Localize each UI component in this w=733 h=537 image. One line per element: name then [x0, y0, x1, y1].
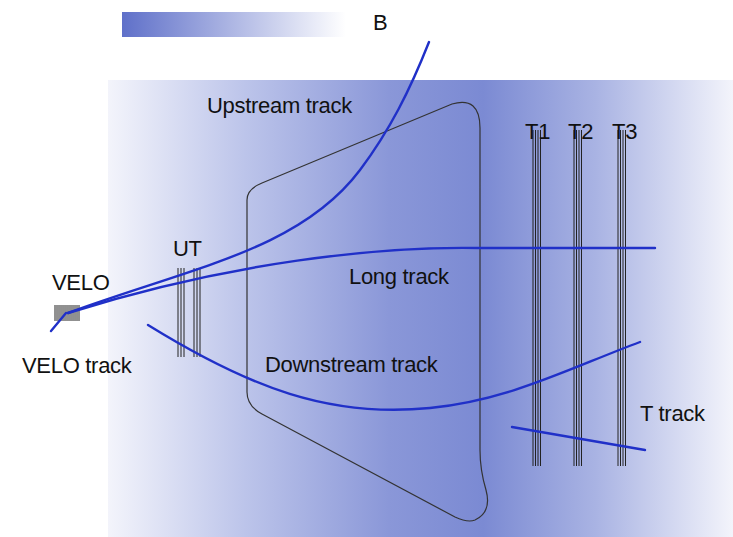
ut-layer [197, 268, 198, 357]
label-text: UT [173, 236, 202, 261]
magnet-outline [247, 102, 488, 521]
label-text: T3 [612, 119, 637, 144]
t-station-layer [623, 130, 624, 466]
label-text: T track [640, 401, 705, 426]
velo-module [59, 305, 60, 321]
t-station-layer [620, 130, 621, 466]
track-label: Upstream track [207, 93, 352, 118]
t-station-layer [535, 130, 536, 466]
label-text: Upstream track [207, 93, 352, 118]
label-text: T1 [525, 119, 550, 144]
track-label: Long track [349, 264, 449, 289]
legend-text: B [373, 10, 387, 35]
detector-label: T3 [612, 119, 637, 144]
t-station-layer [540, 130, 541, 466]
velo-module [73, 305, 74, 321]
velo-track-line [51, 313, 66, 331]
label-text: T2 [568, 119, 593, 144]
track-label: T track [640, 401, 705, 426]
t-stations [533, 130, 626, 466]
t-station-layer [576, 130, 577, 466]
detector-label: T2 [568, 119, 593, 144]
t-station-layer [625, 130, 626, 466]
ut-layer [194, 268, 195, 357]
t-station-layer [533, 130, 534, 466]
track-label: Downstream track [265, 352, 437, 377]
label-text: Downstream track [265, 352, 437, 377]
track-label: VELO track [22, 353, 131, 378]
magnetic-field-region [108, 80, 733, 537]
label-text: VELO track [22, 353, 131, 378]
t-station-layer [579, 130, 580, 466]
velo-module [77, 305, 78, 321]
ut-layer [200, 268, 201, 357]
legend-entry: B [373, 10, 387, 35]
t-station-layer [581, 130, 582, 466]
long-track-line [68, 248, 655, 313]
t-station-layer [538, 130, 539, 466]
t-track-line [512, 427, 645, 450]
legend-swatch [122, 12, 346, 37]
detector-label: UT [173, 236, 202, 261]
label-text: Long track [349, 264, 449, 289]
label-text: VELO [52, 270, 110, 295]
downstream-track-line [148, 325, 640, 410]
velo-module [57, 305, 58, 321]
velo-module [55, 305, 56, 321]
t-station-layer [618, 130, 619, 466]
detector-label: T1 [525, 119, 550, 144]
t-station-layer [574, 130, 575, 466]
detector-label: VELO [52, 270, 110, 295]
velo-module [75, 305, 76, 321]
velo-module [79, 305, 80, 321]
